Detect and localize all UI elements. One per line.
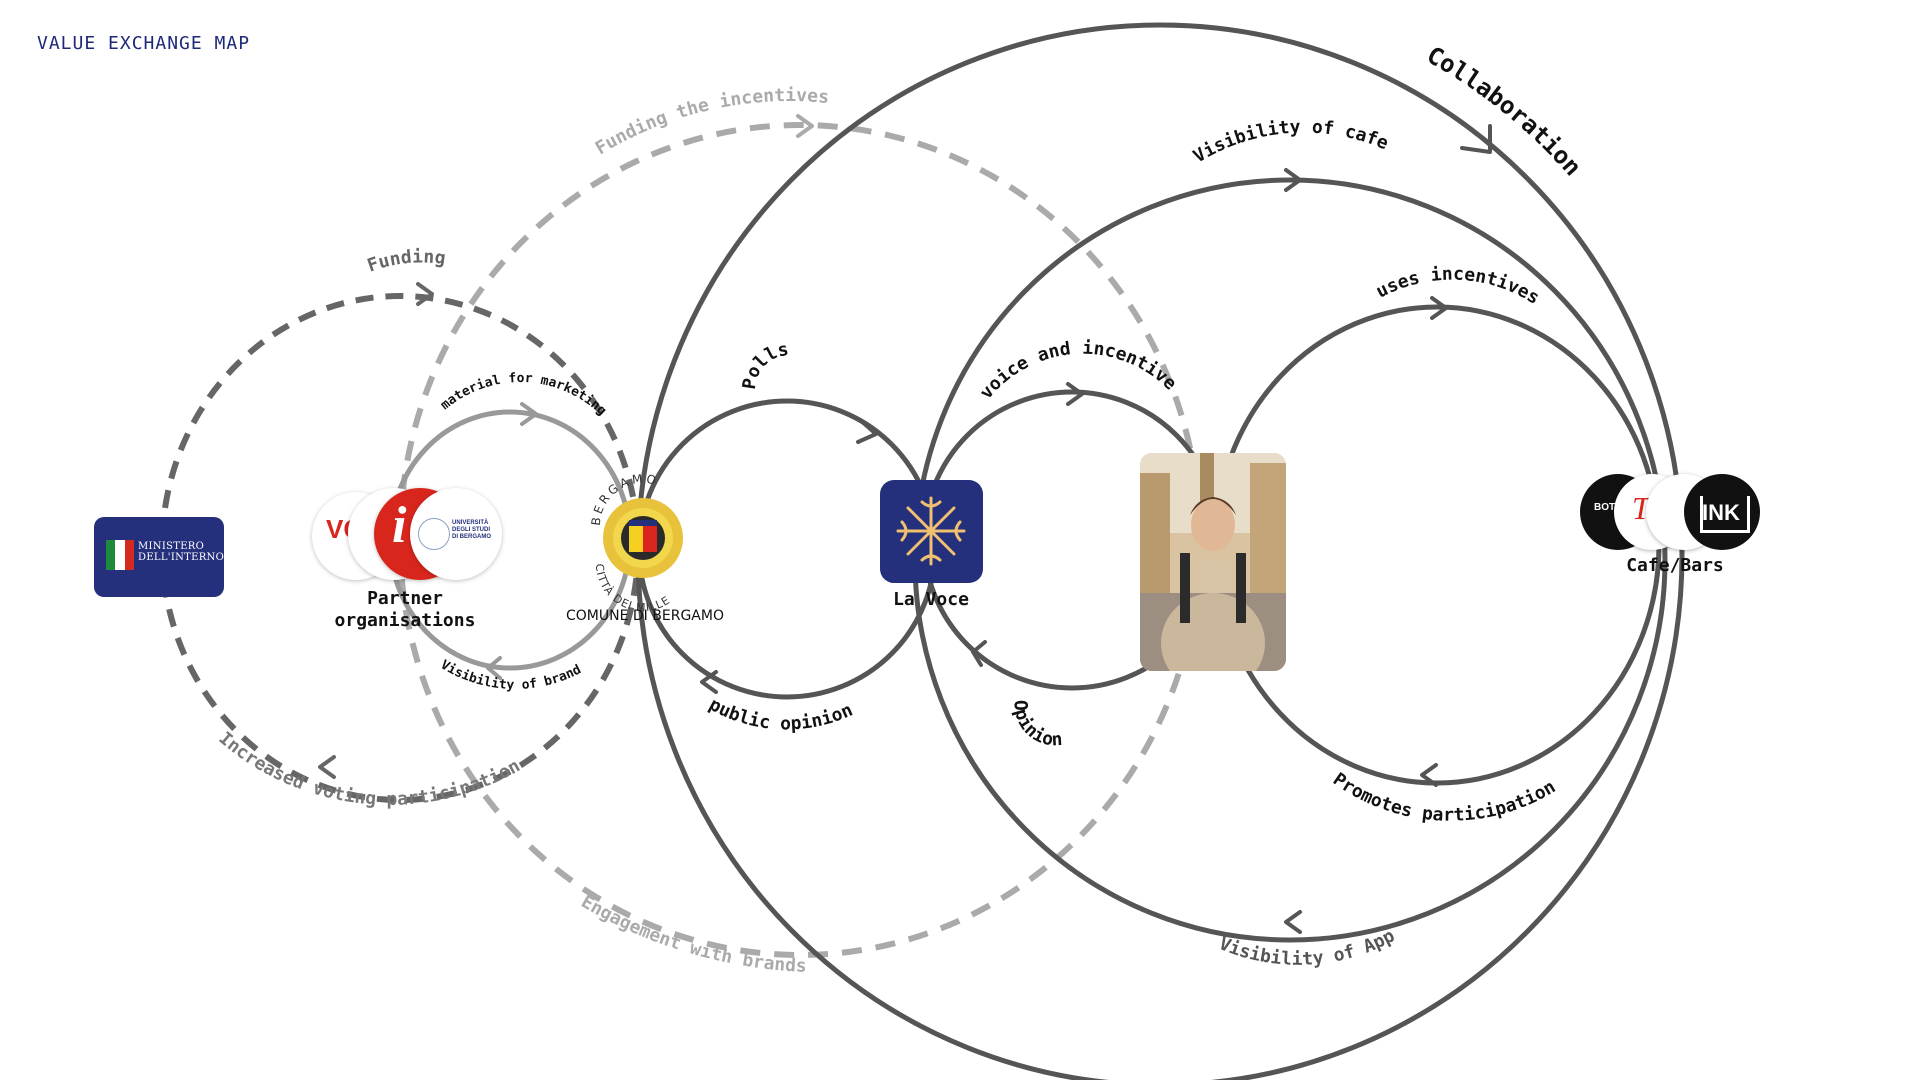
- partner-organisations-node: VO op i UNIVERSITÀ DEGLI STUDI DI BERGAM…: [312, 488, 502, 588]
- university-bergamo-logo: UNIVERSITÀ DEGLI STUDI DI BERGAMO: [410, 488, 502, 580]
- flow-loop-funding-incentives: [400, 125, 1200, 955]
- label-visibility-brand: Visibility of brand: [438, 658, 584, 693]
- comune-bergamo-node: BERGAMO CITTÀ DEI MILLE: [578, 464, 708, 614]
- citizen-portrait-photo: [1140, 453, 1286, 671]
- arrow-visibility-app: [1286, 912, 1300, 932]
- label-increased-voting: Increased voting participation: [215, 728, 524, 810]
- ministero-line2: DELL'INTERNO: [138, 552, 224, 563]
- arrow-public-opinion: [702, 672, 716, 692]
- arrow-voting: [320, 757, 334, 777]
- label-uses-incentives: uses incentives: [1373, 264, 1544, 309]
- la-voce-app-logo: [880, 480, 983, 583]
- label-engagement-brands: Engagement with brands: [577, 891, 807, 977]
- la-voce-starburst-icon: [880, 480, 983, 583]
- label-opinion: Opinion: [1010, 700, 1063, 751]
- label-visibility-cafe: Visibility of cafe: [1190, 116, 1392, 167]
- ministero-interno-logo: MINISTERO DELL'INTERNO: [94, 517, 224, 597]
- ministero-line1: MINISTERO: [138, 541, 224, 552]
- flow-loop-visibility-cafe: [915, 180, 1665, 940]
- label-promotes-participation: Promotes participation: [1329, 769, 1559, 826]
- comune-label: COMUNE DI BERGAMO: [560, 608, 730, 624]
- la-voce-label: La Voce: [876, 589, 986, 610]
- italian-flag-icon: [106, 540, 134, 570]
- cafe-bars-node: BOTTEGA Ta INK: [1580, 0, 1770, 560]
- cafe-bars-label: Cafe/Bars: [1615, 555, 1735, 576]
- bergamo-coat-of-arms-icon: BERGAMO CITTÀ DEI MILLE: [578, 464, 708, 614]
- cafe-logo-ink: INK: [1684, 474, 1760, 550]
- partner-label: Partner organisations: [305, 588, 505, 632]
- label-funding: Funding: [365, 246, 447, 276]
- label-polls: Polls: [739, 339, 790, 391]
- label-public-opinion: public opinion: [706, 694, 856, 734]
